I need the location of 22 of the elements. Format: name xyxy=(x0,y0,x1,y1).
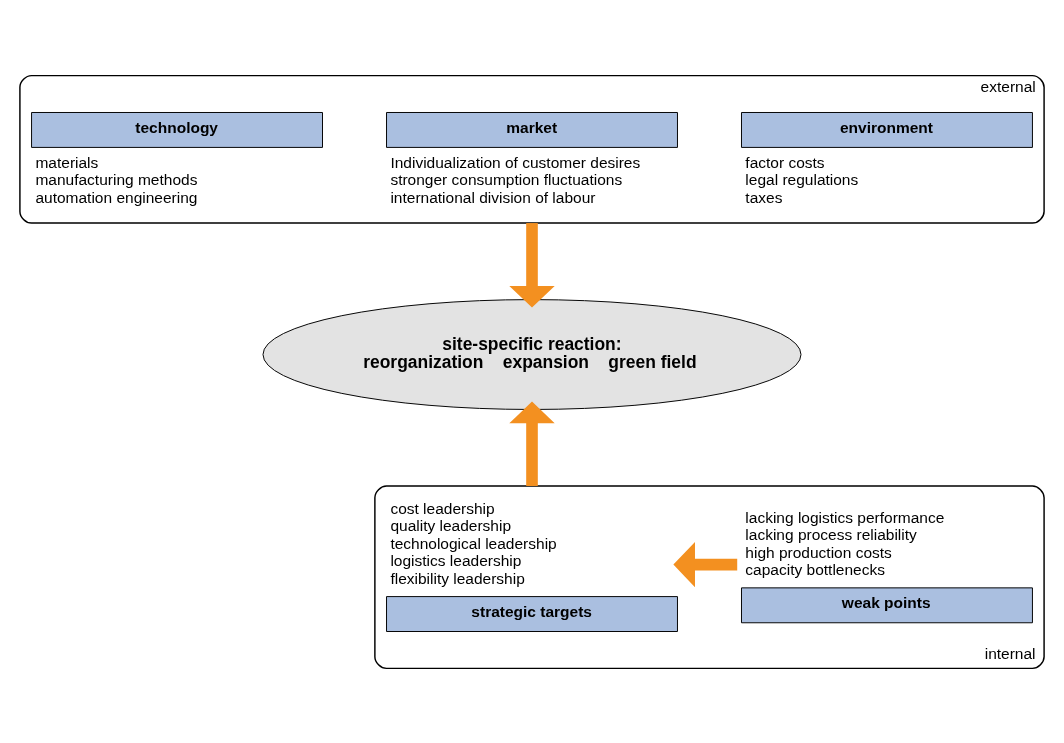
node-label: international division of labour xyxy=(390,188,596,205)
node-label: quality leadership xyxy=(390,516,512,534)
node-label: automation engineering xyxy=(35,188,198,205)
arrow xyxy=(673,541,738,587)
node-label: factor costs xyxy=(745,153,825,171)
node-label: high production costs xyxy=(745,543,892,561)
node-label: taxes xyxy=(745,188,783,205)
node-label: lacking process reliability xyxy=(745,525,917,543)
node-label: materials xyxy=(35,153,99,171)
node-label: logistics leadership xyxy=(390,551,522,569)
node-label: manufacturing methods xyxy=(35,170,198,188)
node-label: technological leadership xyxy=(390,534,557,552)
node-label: Individualization of customer desires xyxy=(390,153,641,171)
node-label: capacity bottlenecks xyxy=(745,560,885,578)
arrow xyxy=(509,401,555,486)
node-label: cost leadership xyxy=(390,499,495,517)
arrow xyxy=(509,222,555,307)
node-label: flexibility leadership xyxy=(390,569,525,587)
node-label: stronger consumption fluctuations xyxy=(390,170,623,188)
node-label: lacking logistics performance xyxy=(745,508,945,526)
node-label: legal regulations xyxy=(745,170,859,188)
node-ellipse: site-specific reaction: reorganization expansion green field xyxy=(262,298,802,410)
